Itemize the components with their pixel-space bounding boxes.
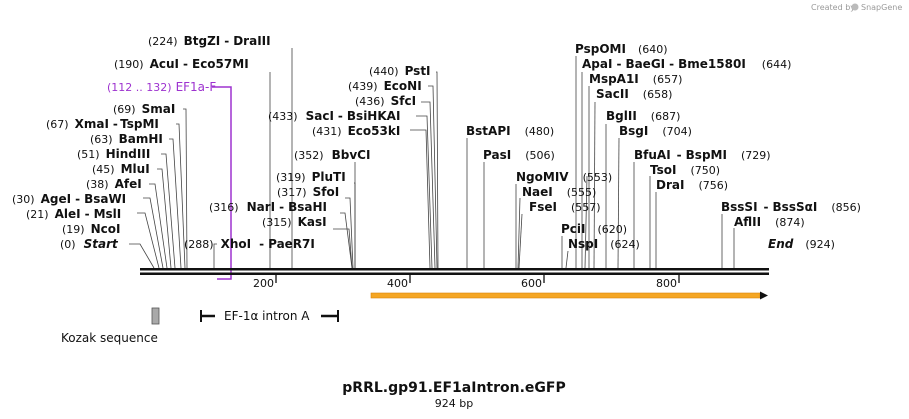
- site-econi[interactable]: (439)EcoNI: [348, 79, 422, 93]
- kozak-label: Kozak sequence: [61, 331, 158, 345]
- site-pcii[interactable]: PciI(620): [561, 222, 627, 236]
- site-pluti[interactable]: (319)PluTI: [276, 170, 346, 184]
- tick-label-600: 600: [521, 277, 542, 290]
- tick-label-800: 800: [656, 277, 677, 290]
- svg-text:(112 .. 132)EF1a-F: (112 .. 132) EF1a-F: [107, 80, 216, 94]
- line-sfoi: [345, 197, 354, 269]
- line-saci: [416, 115, 433, 269]
- site-afei[interactable]: (38)AfeI: [86, 177, 142, 191]
- line-psti: [436, 71, 439, 269]
- site-kasi[interactable]: (315)KasI: [262, 215, 327, 229]
- restriction-sites-right: PspOMI(640) ApaI-BaeGI-Bme1580I(644) Msp…: [466, 42, 861, 251]
- snapgene-name: SnapGene: [861, 3, 902, 12]
- line-sacii: [593, 101, 596, 269]
- site-bglii[interactable]: BglII(687): [606, 109, 680, 123]
- site-aflii[interactable]: AflII(874): [734, 215, 805, 229]
- site-mlui[interactable]: (45)MluI: [92, 162, 150, 176]
- map-length: 924 bp: [435, 397, 473, 410]
- site-mspa1i[interactable]: MspA1I(657): [589, 72, 682, 86]
- site-nspi[interactable]: NspI(624): [568, 237, 640, 251]
- line-mlui: [157, 168, 172, 269]
- line-hindiii: [161, 153, 176, 269]
- line-afei: [149, 183, 168, 269]
- line-bamhi: [169, 138, 182, 269]
- orf-bar: [370, 292, 761, 299]
- site-fsei[interactable]: FseI(557): [529, 200, 601, 214]
- backbone-top-strand: [140, 268, 769, 271]
- site-sfoi[interactable]: (317)SfoI: [277, 185, 339, 199]
- site-xhoi[interactable]: (288)XhoI-PaeR7I: [184, 237, 315, 251]
- line-nari: [340, 212, 353, 269]
- line-fsei: [518, 213, 523, 269]
- line-econi: [428, 85, 438, 269]
- kozak-feature[interactable]: Kozak sequence: [61, 307, 160, 345]
- site-bbvci[interactable]: (352)BbvCI: [294, 148, 370, 162]
- snapgene-logo-icon: [851, 3, 859, 11]
- restriction-sites-left: (190)AcuI-Eco57MI (224)BtgZI-DraIII (69)…: [12, 34, 431, 251]
- line-kasi: [333, 228, 353, 269]
- map-title-block: pRRL.gp91.EF1aIntron.eGFP 924 bp: [342, 380, 565, 410]
- line-bsgi: [617, 137, 620, 269]
- site-bamhi[interactable]: (63)BamHI: [90, 132, 163, 146]
- primer-annotation[interactable]: (112 .. 132) EF1a-F: [107, 80, 232, 280]
- kozak-box: [151, 307, 160, 325]
- site-drai[interactable]: DraI(756): [656, 178, 728, 192]
- dna-backbone: [140, 268, 769, 275]
- site-ngomiv[interactable]: NgoMIV(553): [516, 170, 612, 184]
- site-bstapi[interactable]: BstAPI(480): [466, 124, 554, 138]
- site-acui[interactable]: (190)AcuI-Eco57MI: [114, 57, 249, 71]
- site-pasi[interactable]: PasI(506): [483, 148, 555, 162]
- branding: Created by SnapGene: [811, 3, 902, 12]
- site-xmai[interactable]: (67)XmaI-TspMI: [46, 117, 159, 131]
- line-eco53ki: [410, 129, 431, 269]
- site-nari[interactable]: (316)NarI-BsaHI: [209, 200, 327, 214]
- line-ngomiv-b: [584, 175, 588, 269]
- tick-label-400: 400: [387, 277, 408, 290]
- site-eco53ki[interactable]: (431)Eco53kI: [312, 124, 400, 138]
- site-ncoi[interactable]: (19)NcoI: [62, 222, 120, 236]
- line-agei: [143, 197, 164, 269]
- intron-label: EF-1α intron A: [224, 309, 310, 323]
- primer-range: (112 .. 132): [107, 81, 172, 94]
- site-btgzi[interactable]: (224)BtgZI-DraIII: [148, 34, 271, 48]
- site-apai[interactable]: ApaI-BaeGI-Bme1580I(644): [582, 57, 791, 71]
- created-by-text: Created by: [811, 3, 855, 12]
- primer-line: [212, 86, 232, 280]
- ruler: 200 400 600 800: [253, 275, 680, 290]
- line-nspi: [565, 250, 569, 269]
- site-bsgi[interactable]: BsgI(704): [619, 124, 692, 138]
- line-alei: [137, 212, 160, 269]
- map-title: pRRL.gp91.EF1aIntron.eGFP: [342, 380, 565, 396]
- site-naei[interactable]: NaeI(555): [522, 185, 596, 199]
- end-marker[interactable]: End(924): [768, 237, 835, 251]
- orf-feature[interactable]: [370, 291, 768, 300]
- line-xhoi: [213, 243, 217, 268]
- site-sacii[interactable]: SacII(658): [596, 87, 672, 101]
- tick-label-200: 200: [253, 277, 274, 290]
- line-naei: [517, 197, 521, 269]
- line-ncoi: [129, 243, 155, 269]
- line-xmai: [176, 123, 186, 269]
- site-connector-lines: [129, 48, 735, 269]
- site-sfci[interactable]: (436)SfcI: [355, 94, 416, 108]
- site-hindiii[interactable]: (51)HindIII: [77, 147, 150, 161]
- start-marker[interactable]: (0)Start: [60, 237, 119, 251]
- site-psti[interactable]: (440)PstI: [369, 64, 431, 78]
- intron-feature[interactable]: EF-1α intron A: [200, 309, 339, 323]
- line-smai: [183, 108, 188, 269]
- backbone-bottom-strand: [140, 272, 769, 275]
- site-alei[interactable]: (21)AleI-MslI: [26, 207, 121, 221]
- site-bfuai[interactable]: BfuAI-BspMI(729): [634, 148, 771, 162]
- site-saci[interactable]: (433)SacI-BsiHKAI: [268, 109, 400, 123]
- site-smai[interactable]: (69)SmaI: [113, 102, 175, 116]
- site-pspomi[interactable]: PspOMI(640): [575, 42, 668, 56]
- site-tsoi[interactable]: TsoI(750): [650, 163, 720, 177]
- line-sfci: [421, 101, 436, 269]
- site-agei[interactable]: (30)AgeI-BsaWI: [12, 192, 126, 206]
- site-bsssi[interactable]: BssSI-BssSαI(856): [721, 200, 861, 214]
- primer-name: EF1a-F: [176, 80, 217, 94]
- orf-arrowhead-icon: [760, 291, 768, 300]
